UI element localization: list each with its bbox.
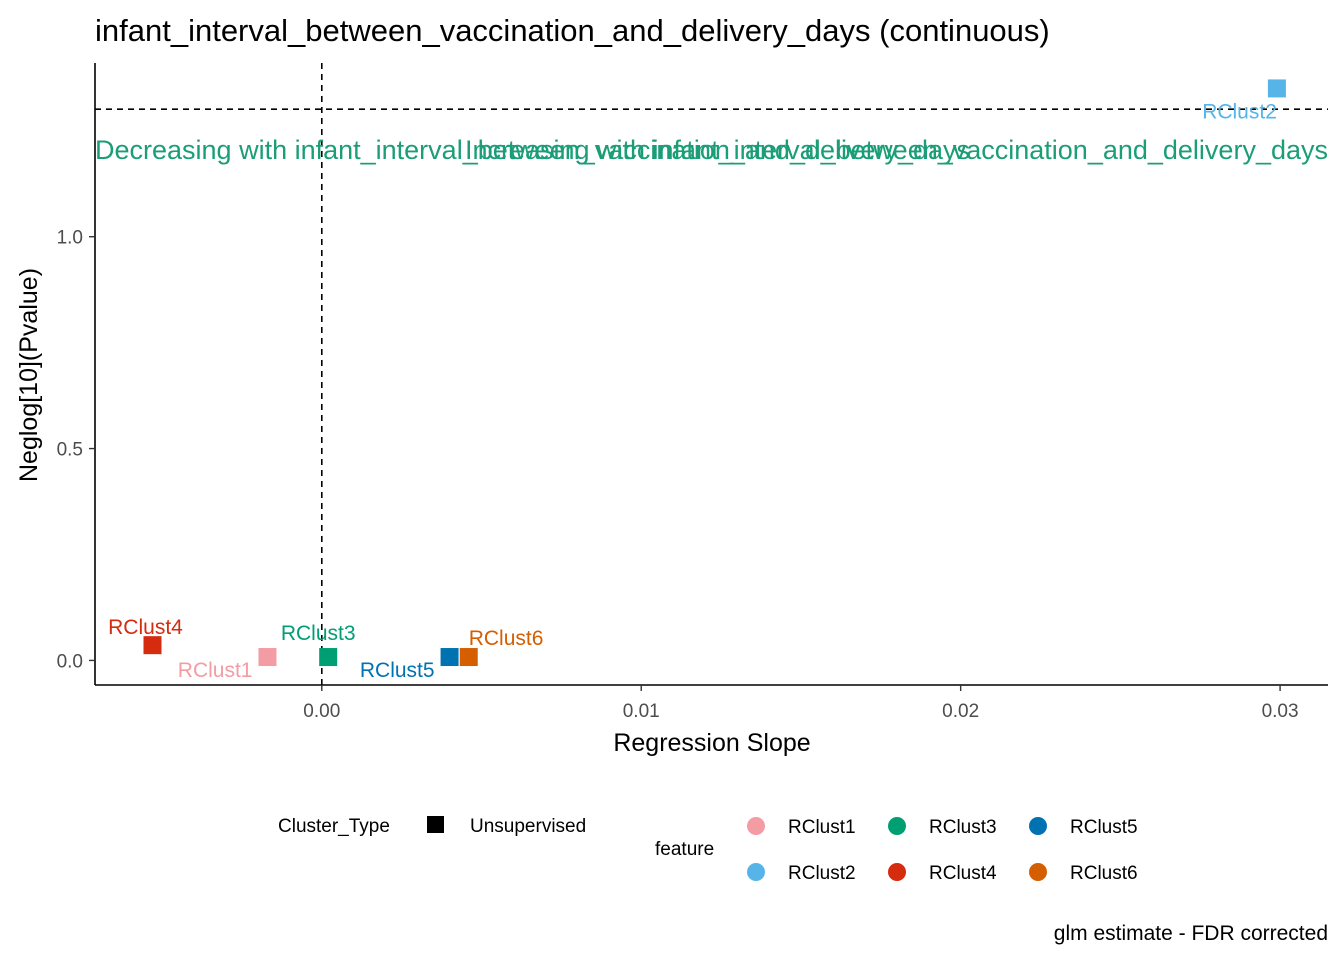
legend-square-key [427,816,444,833]
legend-label-rclust6: RClust6 [1070,863,1138,884]
legend-shape-title: Cluster_Type [278,816,390,837]
x-tick-label: 0.01 [623,701,660,722]
point-rclust5 [440,648,459,667]
point-rclust1 [258,648,277,667]
legend-label-rclust4: RClust4 [929,863,997,884]
y-axis-title: Neglog[10](Pvalue) [15,268,43,482]
legend-shape-entry: Unsupervised [470,816,586,837]
y-tick-label: 0.0 [57,651,83,672]
point-label-rclust6: RClust6 [469,627,544,650]
legend-key-rclust3 [888,817,906,835]
legend-label-rclust5: RClust5 [1070,817,1138,838]
point-rclust6 [459,648,478,667]
point-label-rclust3: RClust3 [281,622,356,645]
legend-key-rclust1 [747,817,765,835]
x-tick-label: 0.03 [1262,701,1299,722]
y-tick-label: 1.0 [57,228,83,249]
legend-key-rclust2 [747,863,765,881]
legend-color-title: feature [655,839,714,860]
x-axis-ticks: 0.00 0.01 0.02 0.03 [303,685,1299,722]
legend: Cluster_Type Unsupervised feature RClust… [278,816,1138,884]
x-tick-label: 0.00 [303,701,340,722]
legend-label-rclust1: RClust1 [788,817,856,838]
legend-label-rclust3: RClust3 [929,817,997,838]
legend-key-rclust4 [888,863,906,881]
chart-caption: glm estimate - FDR corrected [1054,922,1328,945]
point-rclust2 [1267,79,1286,98]
legend-key-rclust5 [1029,817,1047,835]
point-rclust4 [143,636,162,655]
reference-lines [95,63,1328,685]
point-label-rclust2: RClust2 [1202,100,1277,123]
annotation-increasing: Increasing with infant_interval_between_… [465,135,1328,165]
point-label-rclust4: RClust4 [108,616,183,639]
legend-label-rclust2: RClust2 [788,863,856,884]
x-axis-title: Regression Slope [613,729,810,757]
chart-title: infant_interval_between_vaccination_and_… [95,13,1050,48]
legend-key-rclust6 [1029,863,1047,881]
y-tick-label: 0.5 [57,440,83,461]
point-rclust3 [319,648,338,667]
point-label-rclust5: RClust5 [360,659,435,682]
annotation-decreasing: Decreasing with infant_interval_between_… [95,135,970,165]
point-label-rclust1: RClust1 [178,659,253,682]
y-axis-ticks: 0.0 0.5 1.0 [57,228,95,672]
x-tick-label: 0.02 [942,701,979,722]
